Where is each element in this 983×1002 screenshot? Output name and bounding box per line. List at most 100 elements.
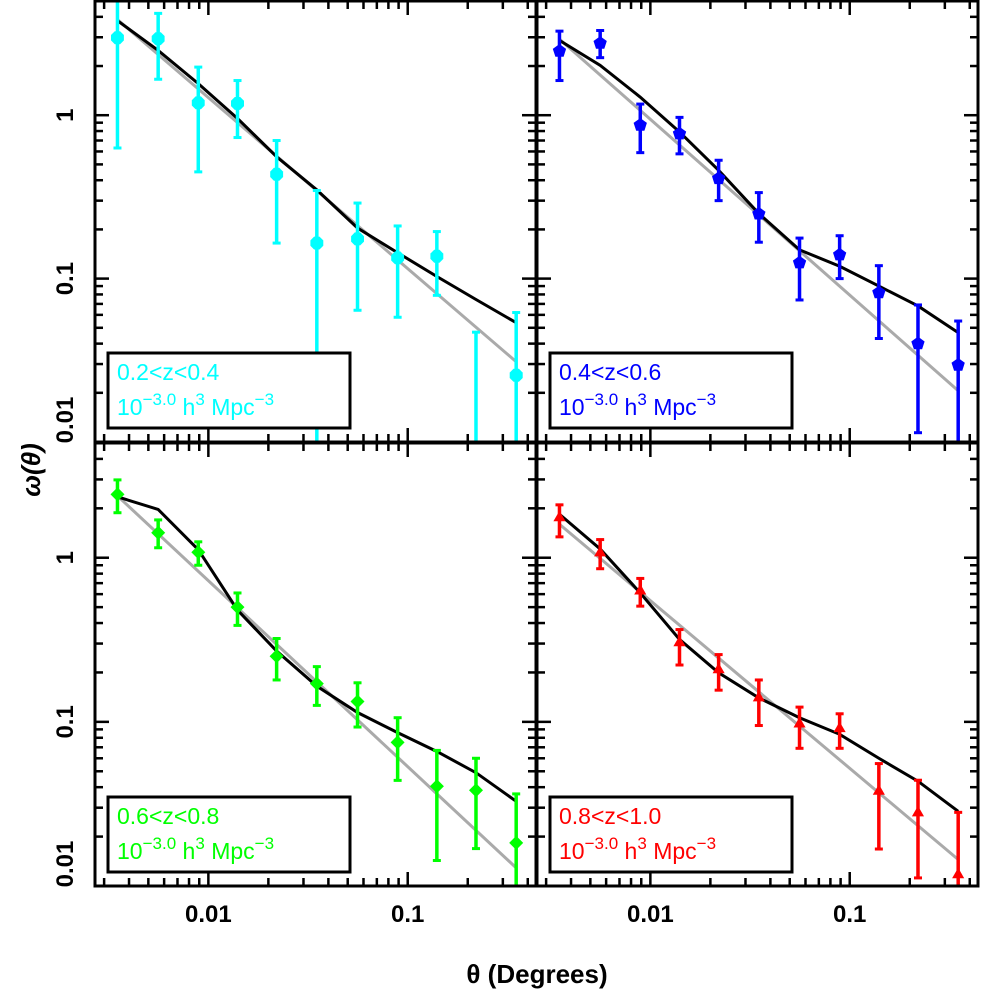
legend-text: h (176, 394, 195, 420)
data-point (231, 97, 244, 110)
data-point (712, 171, 726, 185)
legend-text: 10 (559, 394, 585, 420)
plot-area (110, 478, 524, 886)
legend-text: 10 (117, 394, 143, 420)
data-point (792, 255, 807, 269)
panel-bottom-right: 0.01 0.1 0.8<z<1.0 10−3.0 h3 Mpc−3 (535, 441, 980, 928)
legend-density: 10−3.0 h3 Mpc−3 (559, 834, 716, 864)
legend: 0.8<z<1.0 10−3.0 h3 Mpc−3 (548, 795, 794, 874)
data-point (391, 251, 405, 265)
legend: 0.6<z<0.8 10−3.0 h3 Mpc−3 (106, 795, 352, 874)
data-point (911, 805, 924, 817)
legend-superscript: −3.0 (585, 390, 619, 409)
data-point (469, 783, 483, 798)
legend-superscript: −3 (255, 390, 274, 409)
data-point (872, 784, 885, 795)
legend-box (548, 795, 794, 874)
data-point (553, 510, 566, 522)
model-line (117, 495, 518, 803)
legend: 0.4<z<0.6 10−3.0 h3 Mpc−3 (548, 351, 794, 430)
data-point (351, 232, 364, 246)
legend-redshift: 0.6<z<0.8 (117, 803, 219, 829)
model-line (558, 39, 960, 334)
data-point (752, 206, 766, 220)
data-point (509, 368, 523, 382)
data-point (833, 247, 847, 261)
data-point (230, 600, 245, 615)
y-tick-label: 1 (52, 109, 79, 122)
data-point (594, 545, 607, 557)
data-point (191, 96, 205, 110)
plot-area (552, 28, 965, 442)
data-point (911, 336, 925, 350)
legend-superscript: −3.0 (143, 390, 177, 409)
data-point (269, 649, 284, 664)
legend-superscript: −3.0 (143, 834, 177, 853)
x-axis-label: θ (Degrees) (466, 959, 607, 989)
legend-text: Mpc (647, 394, 697, 420)
data-point (833, 721, 846, 733)
panel-frame (535, 441, 980, 888)
legend-box (548, 351, 794, 430)
legend: 0.2<z<0.4 10−3.0 h3 Mpc−3 (106, 351, 352, 430)
legend-redshift: 0.2<z<0.4 (117, 359, 220, 385)
legend-density: 10−3.0 h3 Mpc−3 (117, 834, 274, 864)
data-point (672, 126, 687, 140)
panel-top-right: 0.4<z<0.6 10−3.0 h3 Mpc−3 (535, 0, 980, 444)
legend-superscript: 3 (195, 834, 204, 853)
legend-superscript: −3 (697, 834, 716, 853)
data-point (110, 487, 125, 502)
legend-redshift: 0.8<z<1.0 (559, 803, 661, 829)
legend-text: 10 (559, 838, 585, 864)
legend-superscript: −3 (697, 390, 716, 409)
data-point (793, 717, 806, 728)
plot-area (111, 1, 523, 442)
data-point (430, 249, 444, 263)
legend-density: 10−3.0 h3 Mpc−3 (117, 390, 274, 420)
legend-text: h (176, 838, 195, 864)
data-point (952, 867, 965, 879)
legend-superscript: −3.0 (585, 834, 619, 853)
x-tick-label: 0.1 (833, 901, 866, 928)
legend-redshift: 0.4<z<0.6 (559, 359, 661, 385)
legend-text: Mpc (205, 838, 255, 864)
data-point (151, 525, 166, 540)
x-tick-label: 0.01 (185, 901, 232, 928)
data-point (552, 44, 567, 57)
data-point (390, 735, 405, 750)
legend-density: 10−3.0 h3 Mpc−3 (559, 390, 716, 420)
y-tick-label: 0.1 (52, 262, 79, 295)
data-point (111, 31, 124, 45)
y-axis-label: ω(θ) (16, 443, 46, 497)
legend-superscript: 3 (637, 834, 646, 853)
y-tick-label: 0.01 (52, 397, 79, 444)
data-point (752, 690, 765, 702)
data-point (309, 676, 324, 691)
data-point (593, 36, 607, 49)
panel-top-left: 0.01 0.1 1 0.2<z<0.4 10−3.0 h3 Mpc−3 (52, 0, 538, 444)
x-tick-label: 0.01 (627, 901, 674, 928)
data-point (429, 779, 444, 794)
data-point (270, 167, 284, 181)
legend-text: h (618, 394, 637, 420)
data-point (634, 584, 647, 595)
y-tick-label: 0.1 (52, 705, 79, 738)
legend-box (106, 795, 352, 874)
legend-text: Mpc (647, 838, 697, 864)
data-point (350, 694, 365, 709)
legend-superscript: −3 (255, 834, 274, 853)
plot-area (553, 503, 965, 886)
data-point (151, 32, 165, 46)
legend-superscript: 3 (195, 390, 204, 409)
legend-text: 10 (117, 838, 143, 864)
data-point (310, 236, 324, 250)
data-point (951, 358, 965, 371)
x-tick-label: 0.1 (391, 901, 424, 928)
data-point (712, 662, 725, 674)
legend-text: h (618, 838, 637, 864)
legend-superscript: 3 (637, 390, 646, 409)
data-point (872, 285, 886, 299)
legend-text: Mpc (205, 394, 255, 420)
